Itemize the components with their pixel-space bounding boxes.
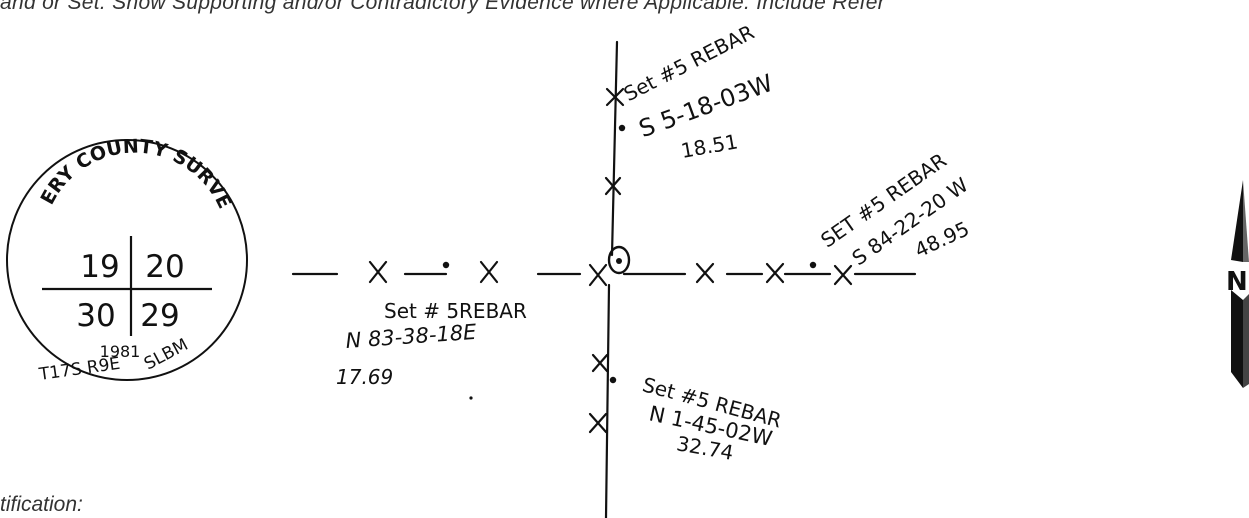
west-rebar-label: Set # 5REBAR (384, 299, 527, 323)
seal-meridian: SLBM (141, 335, 192, 375)
north-distance-group: 18.51 (679, 129, 740, 163)
north-arrow-icon: N (1226, 180, 1249, 388)
north-letter: N (1226, 267, 1248, 297)
seal-year: 1981 (100, 342, 141, 361)
west-distance: 17.69 (336, 365, 393, 389)
seal-ring-text: EMERY COUNTY SURVEYS (0, 0, 236, 212)
document-header-text: and or Set. Show Supporting and/or Contr… (0, 0, 886, 14)
section-lines (291, 40, 917, 518)
rebar-points (442, 124, 817, 400)
seal-township: T17S R9E (37, 354, 122, 385)
section-29: 29 (140, 298, 179, 334)
section-30: 30 (76, 298, 115, 334)
section-19: 19 (80, 249, 119, 285)
cross-marks (368, 87, 853, 434)
corner-monument-icon (607, 245, 631, 275)
west-bearing-group: N 83-38-18E (345, 320, 478, 353)
emery-county-seal: EMERY COUNTY SURVEYS 19 20 30 29 1981 T1… (0, 0, 248, 385)
north-distance: 18.51 (679, 129, 740, 163)
certification-label: tification: (0, 493, 83, 516)
west-bearing: N 83-38-18E (345, 320, 478, 353)
section-20: 20 (145, 249, 184, 285)
